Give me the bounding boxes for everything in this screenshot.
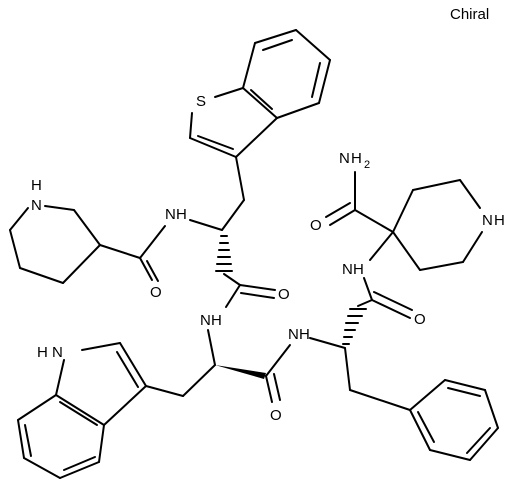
hashed-wedge-3 [342,308,367,345]
bond-alpha2-ch2 [182,364,216,397]
atom-h-piperidine-left: H [31,177,42,194]
bond-n2-alpha2 [207,329,216,366]
atom-n-piperidine-left: N [31,197,42,214]
bond-c4-n4 [363,277,373,301]
atom-h-amide-1: H [176,206,187,223]
bond-c2-o2-double [240,292,275,299]
bond-c1-o1-double [146,260,159,282]
bond-alpha1-n1 [189,219,223,231]
atom-o-carboxamide: O [310,217,322,234]
bond-c2-o2 [239,284,276,291]
bond-n4-quat [369,231,394,261]
atom-o-amide-4: O [414,311,426,328]
atom-nh2-sub: 2 [364,159,370,171]
bond-c3-n3 [265,344,291,377]
atom-n-piperidine-right: N [482,212,493,229]
atom-n-amide-1: N [165,206,176,223]
bond-c5-o5 [329,209,356,226]
atom-o-amide-3: O [270,407,282,424]
bond-c1-o1 [139,257,153,281]
atom-s-thiophene: S [196,93,206,110]
atom-h-piperidine-right: H [494,212,505,229]
atom-h-amide-4: H [353,261,364,278]
atom-nh2-h: H [351,150,362,167]
bond-c4-o4-double [373,291,413,311]
bold-wedge-2 [215,365,266,379]
piperidine-left-ring [9,205,141,284]
indole-ring [17,342,184,479]
bond-quat-c5 [354,209,394,233]
atom-h-amide-3: H [299,326,310,343]
bond-alpha1-c2 [223,273,241,286]
atom-h-indole: H [37,344,48,361]
benzyl-group [344,347,499,461]
piperidine-right-ring [392,179,483,271]
bond-c5-o5-double [325,202,351,218]
bond-n1-c1 [139,225,166,259]
bond-n3-alpha3 [309,337,346,349]
bond-c2-n2 [225,284,241,308]
hashed-wedge-1 [215,235,233,272]
bond-c4-o4 [371,299,411,319]
atom-o-amide-1: O [150,284,162,301]
atom-n-indole: N [52,344,63,361]
bond-ch2-1 [235,156,245,201]
atom-o-amide-2: O [278,286,290,303]
bond-c3-o3 [265,375,273,403]
atom-nh2-n: N [339,150,350,167]
chiral-label: Chiral [450,6,489,23]
bond-alpha3-c4 [357,299,373,307]
atom-h-amide-2: H [211,312,222,329]
atom-n-amide-3: N [288,326,299,343]
bond-alpha1-ch2b [221,199,245,231]
bond-c3-o3-double [273,373,281,401]
atom-n-amide-2: N [200,312,211,329]
benzothiophene-ring [189,29,331,158]
atom-n-amide-4: N [342,261,353,278]
